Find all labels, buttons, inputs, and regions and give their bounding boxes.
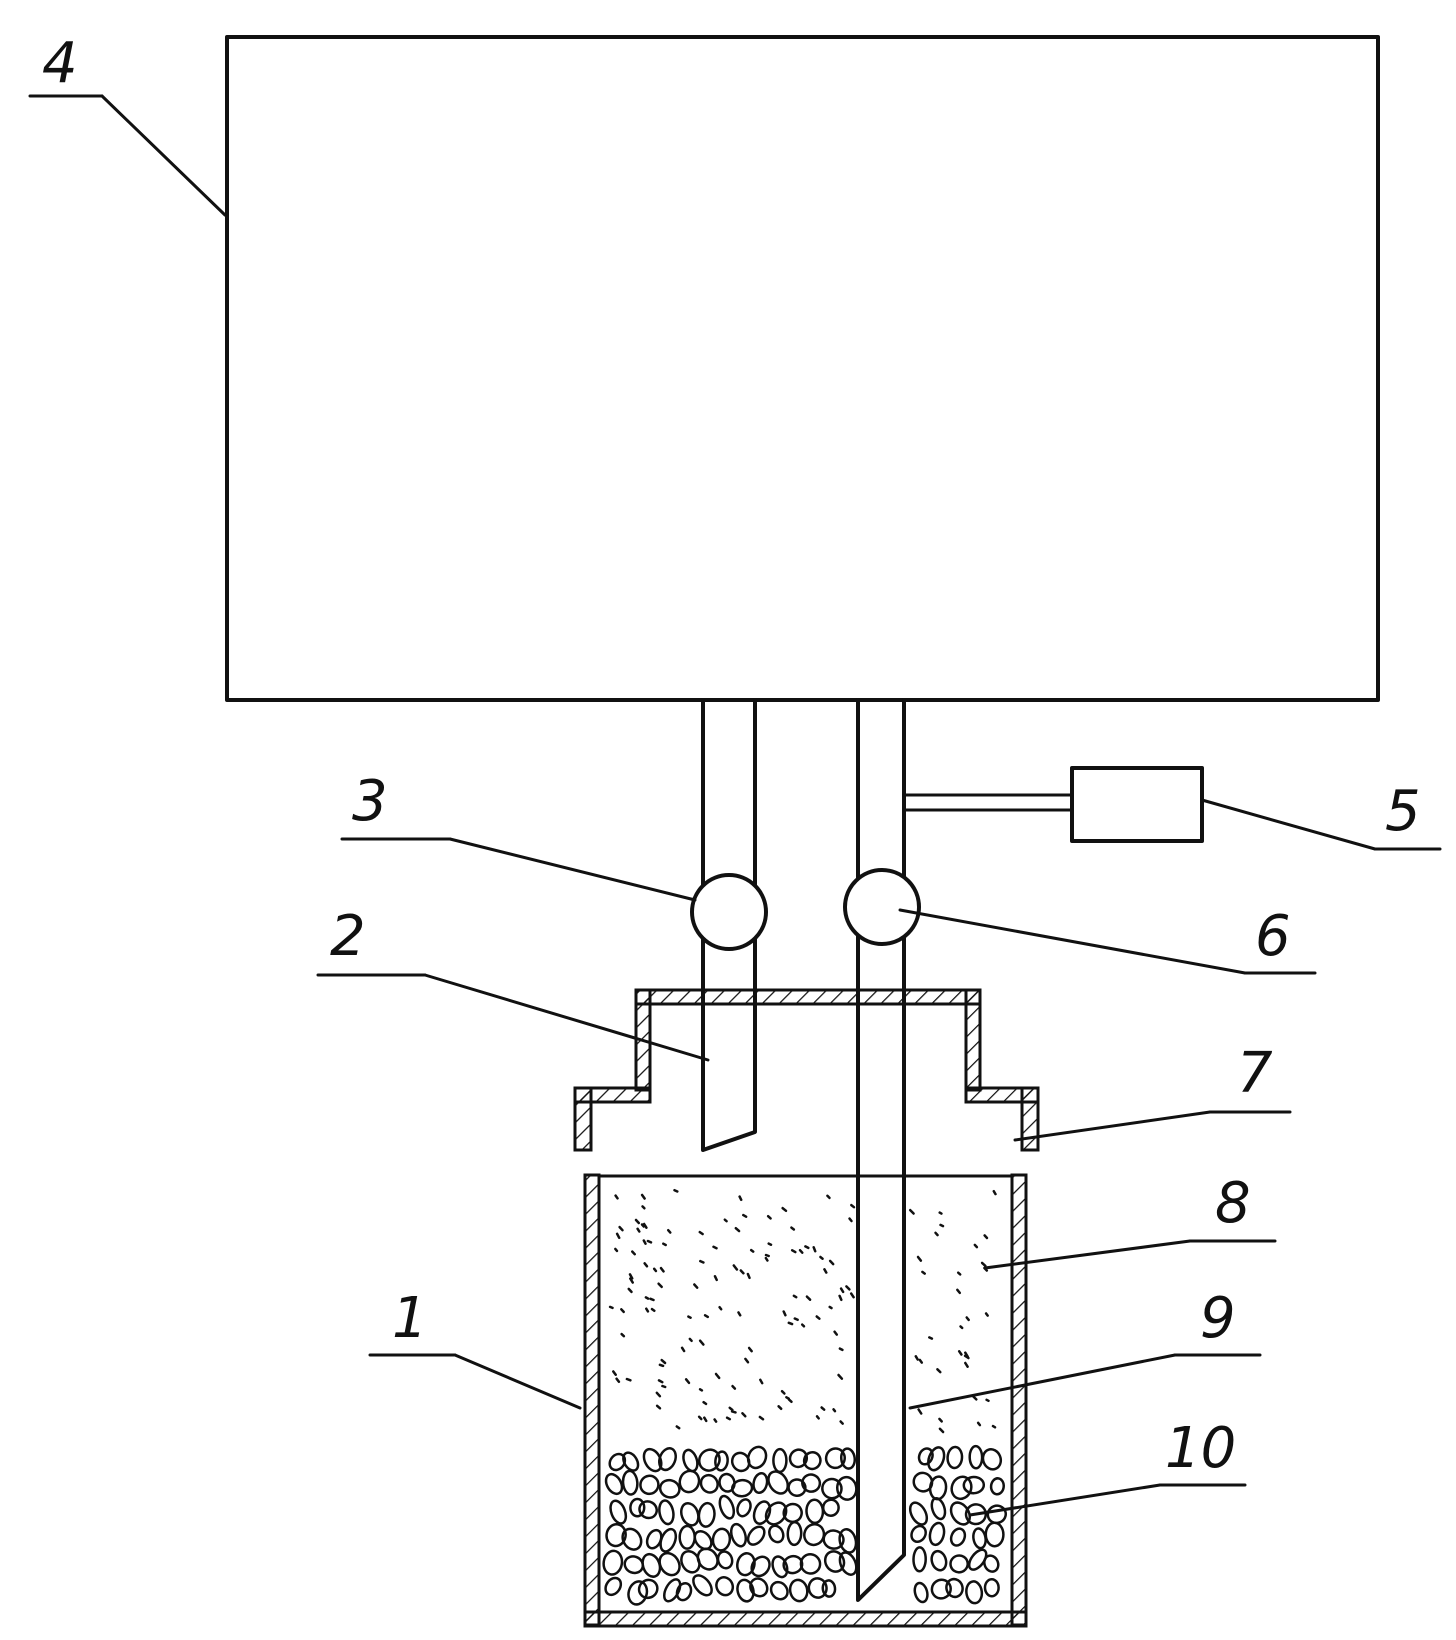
- callout-6: 6: [1255, 904, 1291, 969]
- liquid-region: [608, 1188, 997, 1434]
- container-lid: [573, 988, 1040, 1152]
- callout-4: 4: [42, 31, 78, 96]
- callout-10: 10: [1165, 1416, 1236, 1481]
- gauge-box: [1070, 766, 1204, 843]
- callout-1: 1: [392, 1286, 428, 1351]
- callout-8: 8: [1215, 1171, 1251, 1236]
- valve-6: [843, 868, 921, 946]
- callout-9: 9: [1200, 1286, 1236, 1351]
- callout-2: 2: [330, 904, 366, 969]
- callout-5: 5: [1385, 779, 1421, 844]
- callout-3: 3: [352, 769, 388, 834]
- upper-box: [225, 35, 1380, 702]
- callout-7: 7: [1237, 1041, 1273, 1106]
- container-body: [583, 1173, 1028, 1628]
- valve-3: [690, 873, 768, 951]
- pebble-layer: [602, 1444, 1007, 1606]
- outlet-tube: [856, 698, 906, 1602]
- leader-lines: [28, 94, 1442, 1517]
